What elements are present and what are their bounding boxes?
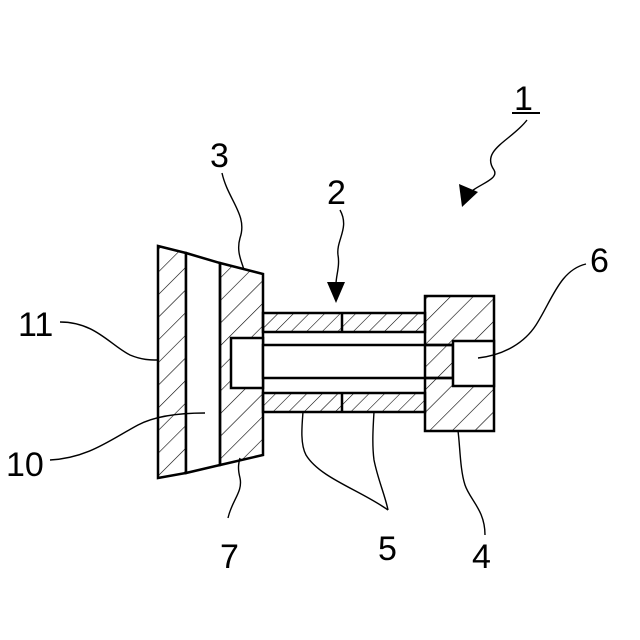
outer-layer-11 — [158, 246, 186, 478]
label-5: 5 — [378, 530, 397, 568]
leader-4 — [458, 431, 485, 535]
label-3: 3 — [210, 137, 229, 175]
head-bore-7 — [231, 338, 263, 388]
label-2: 2 — [327, 174, 346, 212]
tapered-head — [158, 246, 263, 478]
label-4: 4 — [472, 538, 491, 576]
leader-11 — [60, 322, 158, 360]
pin-recess-6 — [453, 341, 494, 386]
leader-5a — [302, 412, 388, 510]
label-10: 10 — [6, 446, 44, 484]
leader-7 — [228, 458, 241, 518]
leader-3 — [222, 173, 244, 270]
label-7: 7 — [220, 538, 239, 576]
label-11: 11 — [18, 306, 53, 344]
arrow-1 — [459, 120, 527, 207]
end-block — [425, 296, 494, 431]
upper-spacer-tube — [263, 313, 425, 332]
inner-layer-10 — [186, 253, 220, 473]
label-6: 6 — [590, 242, 609, 280]
lower-spacer-tube — [263, 393, 425, 412]
arrow-2 — [327, 210, 345, 303]
leader-5b — [373, 412, 388, 510]
